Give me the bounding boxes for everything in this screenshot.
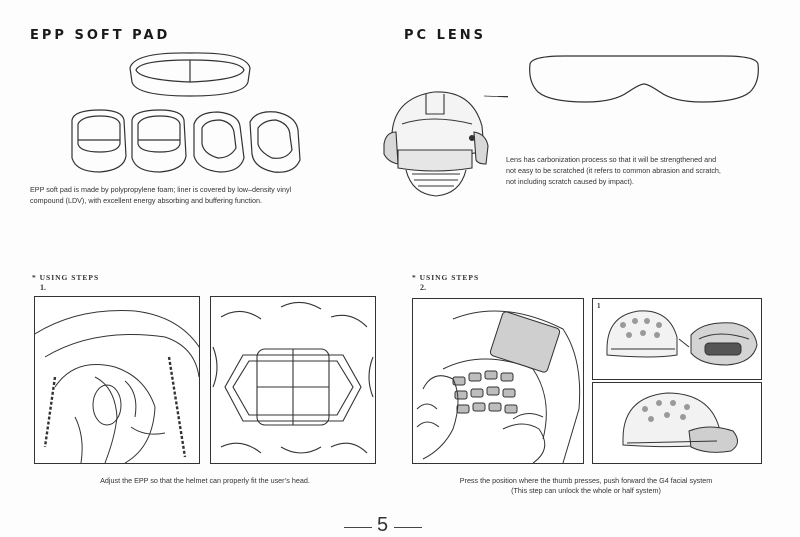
inner-step-label: 1	[597, 302, 601, 310]
helmet-with-lens-illustration	[372, 84, 508, 202]
pc-lens-description: Lens has carbonization process so that i…	[506, 154, 766, 187]
step-number-2: 2.	[420, 283, 426, 292]
pc-lens-illustration	[524, 52, 764, 108]
epp-description-line: compound (LDV), with excellent energy ab…	[30, 196, 263, 205]
pc-lens-title: PC LENS	[404, 28, 487, 43]
step2-panel-helmet-and-face-system: 1	[592, 298, 762, 380]
step2-caption-line: (This step can unlock the whole or half …	[511, 486, 661, 495]
page-number-rule-left	[344, 527, 372, 528]
step-number-1: 1.	[40, 283, 46, 292]
pc-lens-description-line: Lens has carbonization process so that i…	[506, 155, 717, 164]
step2-panel-thumb-press	[412, 298, 584, 464]
pc-lens-description-line: not easy to be scratched (it refers to c…	[506, 166, 721, 175]
step2-caption: Press the position where the thumb press…	[404, 476, 768, 496]
using-steps-header-2: * USING STEPS	[412, 273, 480, 282]
epp-title: EPP SOFT PAD	[30, 28, 171, 43]
using-steps-header-1: * USING STEPS	[32, 273, 100, 282]
step1-panel-inside-helmet	[34, 296, 200, 464]
epp-pad-illustration	[60, 48, 330, 180]
page-number-rule-right	[394, 527, 422, 528]
step1-caption: Adjust the EPP so that the helmet can pr…	[100, 476, 310, 485]
step2-panel-assembled-helmet	[592, 382, 762, 464]
page-number: 5	[377, 514, 389, 536]
lens-callout-line	[498, 96, 508, 97]
step2-caption-line: Press the position where the thumb press…	[459, 476, 713, 485]
epp-description: EPP soft pad is made by polypropylene fo…	[30, 184, 360, 206]
step1-panel-pad-layout	[210, 296, 376, 464]
pc-lens-description-line: not including scratch caused by impact).	[506, 177, 634, 186]
epp-description-line: EPP soft pad is made by polypropylene fo…	[30, 185, 292, 194]
